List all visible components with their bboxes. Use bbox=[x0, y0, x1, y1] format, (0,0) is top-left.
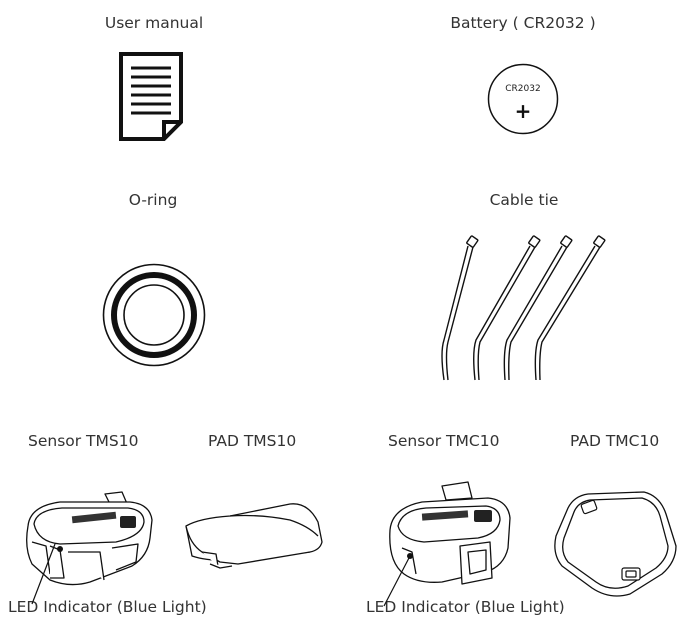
cable-tie-label: Cable tie bbox=[489, 191, 559, 209]
led-leader-line-right bbox=[383, 555, 411, 607]
led-indicator-light-left bbox=[57, 546, 63, 552]
battery-model-text: CR2032 bbox=[505, 84, 540, 94]
pad-tms10-label: PAD TMS10 bbox=[208, 432, 297, 450]
sensor-tmc10-label: Sensor TMC10 bbox=[388, 432, 500, 450]
cable-ties-icon bbox=[441, 235, 606, 381]
pad-tms10-device bbox=[185, 503, 323, 569]
sensor-tms10-device bbox=[26, 491, 153, 586]
oring-label: O-ring bbox=[128, 191, 178, 209]
battery-coin-icon: CR2032 + bbox=[487, 63, 559, 135]
led-indicator-callout-left: LED Indicator (Blue Light) bbox=[8, 598, 207, 616]
pad-tmc10-label: PAD TMC10 bbox=[570, 432, 660, 450]
user-manual-label: User manual bbox=[104, 14, 204, 32]
led-leader-line-left bbox=[31, 543, 56, 605]
pad-tmc10-device bbox=[554, 491, 677, 597]
led-indicator-callout-right: LED Indicator (Blue Light) bbox=[366, 598, 565, 616]
sensor-tmc10-device bbox=[389, 481, 511, 585]
document-icon bbox=[119, 52, 183, 141]
battery-plus-sign: + bbox=[515, 99, 532, 123]
battery-label: Battery ( CR2032 ) bbox=[450, 14, 596, 32]
sensor-tms10-label: Sensor TMS10 bbox=[28, 432, 139, 450]
oring-icon bbox=[102, 263, 206, 367]
